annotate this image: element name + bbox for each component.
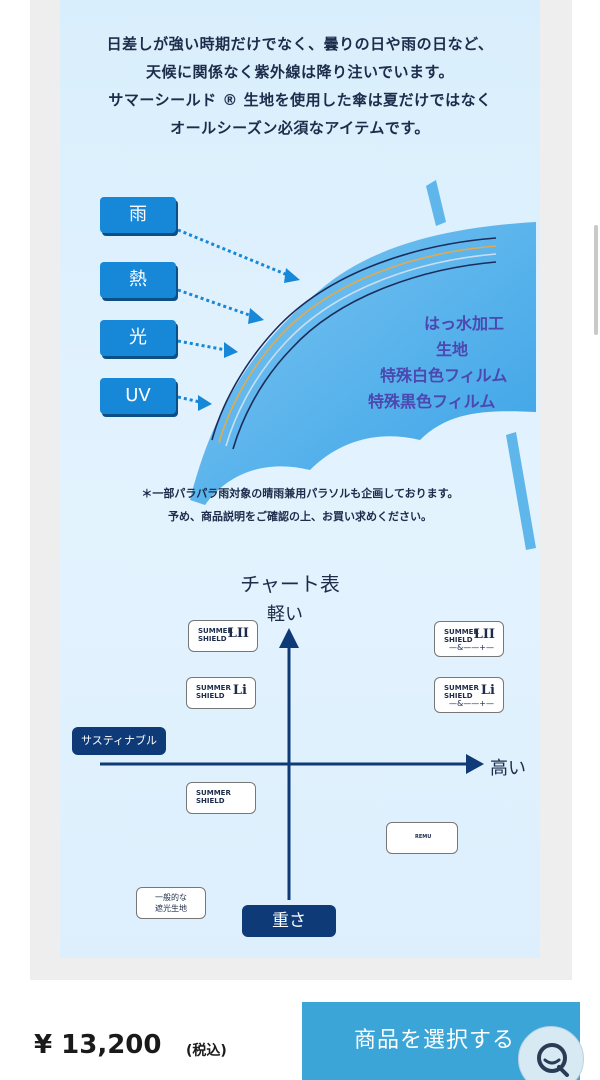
remu-logo: REMU	[386, 822, 458, 854]
umbrella-shaft	[506, 432, 536, 550]
brand-word: SUMMER	[444, 628, 479, 636]
brand-word: SUMMER	[196, 789, 231, 797]
arrows-group	[177, 228, 291, 404]
brand-word: SUMMER	[198, 627, 233, 635]
summer-shield-li-logo: SUMMER SHIELD Li	[186, 677, 256, 709]
arrowhead-uv	[198, 395, 212, 411]
summer-shield-li-collab-logo: SUMMER SHIELD Li —&——+—	[434, 677, 504, 713]
brand-model: LII	[473, 627, 495, 642]
brand-collab-mark: —&——+—	[449, 699, 494, 708]
chart-axes	[100, 628, 484, 900]
tag-uv: UV	[100, 378, 176, 414]
chat-bubble-icon	[537, 1043, 569, 1077]
arrow-heat	[177, 288, 253, 318]
tag-rain: 雨	[100, 197, 176, 233]
intro-line: サマーシールド ® 生地を使用した傘は夏だけではなく	[108, 91, 492, 109]
summer-shield-logo: SUMMER SHIELD	[186, 782, 256, 814]
brand-word: SHIELD	[444, 692, 473, 700]
arrow-rain	[177, 228, 291, 278]
chat-button[interactable]	[518, 1026, 584, 1080]
layer-line-4	[232, 261, 497, 450]
umbrella-canopy	[190, 222, 536, 505]
brand-model: Li	[232, 683, 247, 698]
summer-shield-lii-logo: SUMMER SHIELD LII	[188, 620, 258, 652]
sustainable-label: サスティナブル	[72, 727, 166, 755]
note-line-1: ＊一部パラパラ雨対象の晴雨兼用パラソルも企画しております。	[141, 487, 459, 500]
intro-text: 日差しが強い時期だけでなく、曇りの日や雨の日など、 天候に関係なく紫外線は降り注…	[0, 30, 600, 142]
arrow-light	[177, 339, 227, 352]
layer-line-2	[218, 245, 497, 444]
brand-collab-mark: —&——+—	[449, 643, 494, 652]
price: ¥ 13,200	[34, 1030, 162, 1060]
brand-word: SHIELD	[196, 797, 225, 805]
vertical-axis-arrowhead	[279, 628, 299, 648]
intro-line: 天候に関係なく紫外線は降り注いでいます。	[145, 63, 455, 81]
layer-label-fabric: 生地	[436, 340, 469, 359]
summer-shield-lii-collab-logo: SUMMER SHIELD LII —&——+—	[434, 621, 504, 657]
axis-label-light: 軽い	[267, 604, 303, 625]
brand-word: SHIELD	[198, 635, 227, 643]
intro-line: 日差しが強い時期だけでなく、曇りの日や雨の日など、	[106, 35, 494, 53]
horizontal-axis-arrowhead	[466, 754, 484, 774]
arrowhead-light	[224, 342, 238, 358]
chart-title: チャート表	[240, 572, 340, 596]
remu-text: REMU	[415, 834, 432, 840]
arrowhead-rain	[284, 268, 300, 283]
arrowhead-heat	[248, 308, 264, 324]
layer-label-black-film: 特殊黒色フィルム	[368, 392, 496, 411]
layer-label-white-film: 特殊白色フィルム	[380, 366, 508, 385]
umbrella-illustration	[100, 180, 536, 900]
general-fabric-line: 一般的な	[155, 893, 187, 902]
intro-line: オールシーズン必須なアイテムです。	[170, 119, 430, 137]
tax-label: (税込)	[186, 1043, 227, 1059]
brand-word: SUMMER	[444, 684, 479, 692]
axis-label-high: 高い	[490, 758, 526, 779]
axis-label-heavy: 重さ	[242, 905, 336, 937]
layer-line-3	[225, 253, 497, 447]
layer-label-water-repellent: はっ水加工	[424, 314, 505, 333]
brand-model: Li	[480, 683, 495, 698]
note-line-2: 予め、商品説明をご確認の上、お買い求めください。	[168, 510, 432, 523]
scrollbar[interactable]	[594, 225, 598, 335]
general-fabric-label: 一般的な 遮光生地	[136, 887, 206, 919]
general-fabric-line: 遮光生地	[155, 904, 187, 913]
layer-line-1	[211, 237, 497, 441]
feature-panel	[60, 0, 540, 958]
tag-light: 光	[100, 320, 176, 356]
tag-heat: 熱	[100, 262, 176, 298]
brand-word: SHIELD	[444, 636, 473, 644]
brand-word: SUMMER	[196, 684, 231, 692]
brand-word: SHIELD	[196, 692, 225, 700]
brand-model: LII	[227, 626, 249, 641]
arrow-uv	[177, 395, 201, 404]
umbrella-tip	[426, 180, 446, 226]
